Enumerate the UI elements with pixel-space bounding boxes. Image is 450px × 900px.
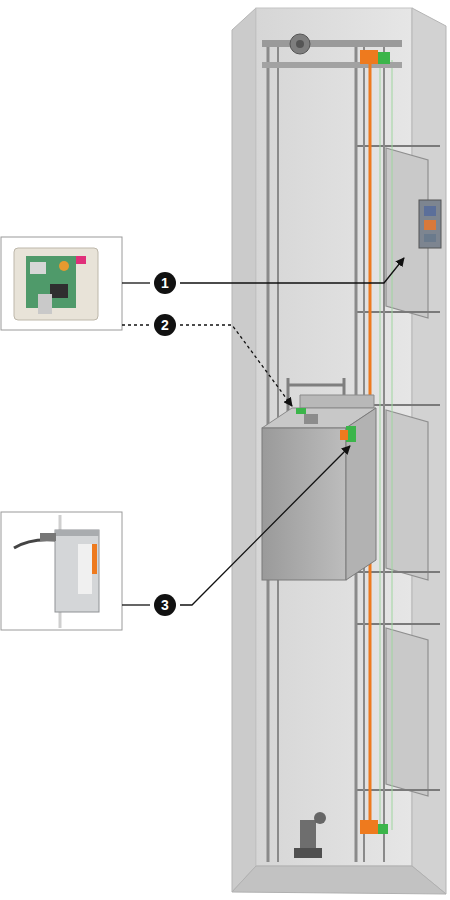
inset-controller-part — [76, 256, 86, 264]
elevator-car — [262, 408, 376, 580]
callout-number: 1 — [161, 276, 169, 290]
guide-rails-part — [392, 60, 393, 830]
inset-sensor-part — [40, 533, 56, 541]
leader-lines-part — [122, 604, 150, 605]
inset-sensor-part — [55, 530, 99, 536]
guide-rails-part — [383, 40, 385, 862]
inset-sensor-part — [78, 544, 92, 594]
machine-part — [290, 34, 310, 54]
pit-buffer-part — [314, 812, 326, 824]
governor-rope-part — [360, 820, 378, 834]
leader-lines-part — [180, 325, 292, 406]
leader-lines-part — [180, 258, 404, 283]
machine-part — [262, 40, 402, 47]
call-panel-part — [419, 200, 441, 248]
governor-rope-part — [378, 824, 388, 834]
car-frame-part — [287, 378, 290, 412]
inset-controller-part — [14, 248, 98, 320]
inset-controller-part — [59, 261, 69, 271]
shaft-part — [232, 8, 256, 892]
call-panel-part — [424, 206, 436, 216]
guide-rails-part — [380, 60, 381, 830]
leader-lines-part — [122, 324, 150, 325]
pit-buffer — [294, 812, 326, 858]
pit-buffer-part — [294, 848, 322, 858]
inset-sensor-part — [1, 512, 122, 630]
inset-controller-part — [30, 262, 46, 274]
call-panel-part — [424, 234, 436, 242]
car-frame-part — [300, 395, 374, 408]
machine-part — [378, 52, 390, 64]
callout-badge: 1 — [154, 272, 176, 294]
car-frame-part — [288, 384, 344, 387]
shaft-part — [232, 866, 446, 894]
inset-controller — [1, 237, 122, 330]
leader-lines — [122, 258, 404, 605]
callout-number: 2 — [161, 318, 169, 332]
machine-part — [296, 40, 304, 48]
shaft — [232, 8, 446, 894]
call-panel — [419, 200, 441, 248]
elevator-car-part — [296, 408, 306, 414]
governor-rope-part — [360, 50, 378, 64]
machine — [262, 34, 402, 68]
inset-sensor-part — [92, 544, 97, 574]
inset-sensor — [1, 512, 122, 630]
callout-badge: 2 — [154, 314, 176, 336]
callout-number: 3 — [161, 598, 169, 612]
call-panel-part — [424, 220, 436, 230]
inset-controller-part — [38, 294, 52, 314]
leader-lines-part — [122, 282, 150, 283]
inset-controller-part — [50, 284, 68, 298]
inset-controller-part — [1, 237, 122, 330]
elevator-car-part — [340, 430, 348, 440]
inset-sensor-part — [55, 530, 99, 612]
elevator-car-part — [304, 414, 318, 424]
callout-badge: 3 — [154, 594, 176, 616]
leader-lines-part — [180, 446, 350, 605]
car-frame — [288, 378, 374, 412]
elevator-car-part — [262, 428, 346, 580]
elevator-car-part — [346, 408, 376, 580]
